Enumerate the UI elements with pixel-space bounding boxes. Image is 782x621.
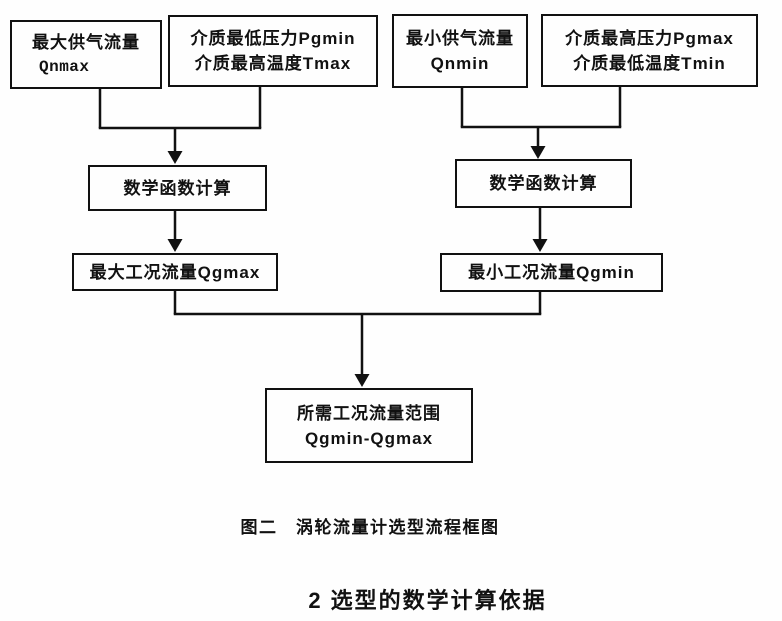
node-label: 最大供气流量 [32,32,140,52]
node-label: 介质最高压力Pgmax [565,28,734,48]
node-label: 最小供气流量 [406,29,514,48]
connector-calc-left-to-qgmax [167,211,183,252]
node-min-supply-flow: 最小供气流量 Qnmin [392,14,528,88]
node-max-supply-flow: 最大供气流量 Qnmax [10,20,162,89]
node-required-flow-range: 所需工况流量范围 Qgmin-Qgmax [265,388,473,463]
node-label: 介质最低温度Tmin [573,53,726,73]
node-label: 最大工况流量Qgmax [89,262,261,282]
arrow-down-icon [167,239,183,252]
connector-right-top [460,87,622,159]
node-max-pressure-min-temp: 介质最高压力Pgmax 介质最低温度Tmin [541,14,758,87]
arrow-down-icon [530,146,546,159]
node-label: 最小工况流量Qgmin [468,263,635,282]
section-heading: 2 选型的数学计算依据 [308,588,547,613]
connector-merge-to-result [173,291,542,387]
node-symbol: Qgmin-Qgmax [304,428,434,448]
node-symbol: Qnmin [430,54,490,73]
node-max-operating-flow: 最大工况流量Qgmax [72,253,278,291]
node-symbol: Qnmax [39,57,90,76]
node-label: 介质最高温度Tmax [194,54,352,73]
connector-left-top [98,87,262,164]
arrow-down-icon [167,151,183,164]
node-min-pressure-max-temp: 介质最低压力Pgmin 介质最高温度Tmax [168,15,378,87]
node-label: 数学函数计算 [123,178,232,198]
node-math-function-calc-left: 数学函数计算 [88,165,267,211]
arrow-down-icon [354,374,370,387]
connector-calc-right-to-qgmin [532,208,548,252]
figure-caption: 图二 涡轮流量计选型流程框图 [240,518,500,537]
node-label: 介质最低压力Pgmin [190,29,356,48]
node-min-operating-flow: 最小工况流量Qgmin [440,253,663,292]
node-math-function-calc-right: 数学函数计算 [455,159,632,208]
arrow-down-icon [532,239,548,252]
node-label: 数学函数计算 [489,174,598,193]
node-label: 所需工况流量范围 [297,403,441,423]
